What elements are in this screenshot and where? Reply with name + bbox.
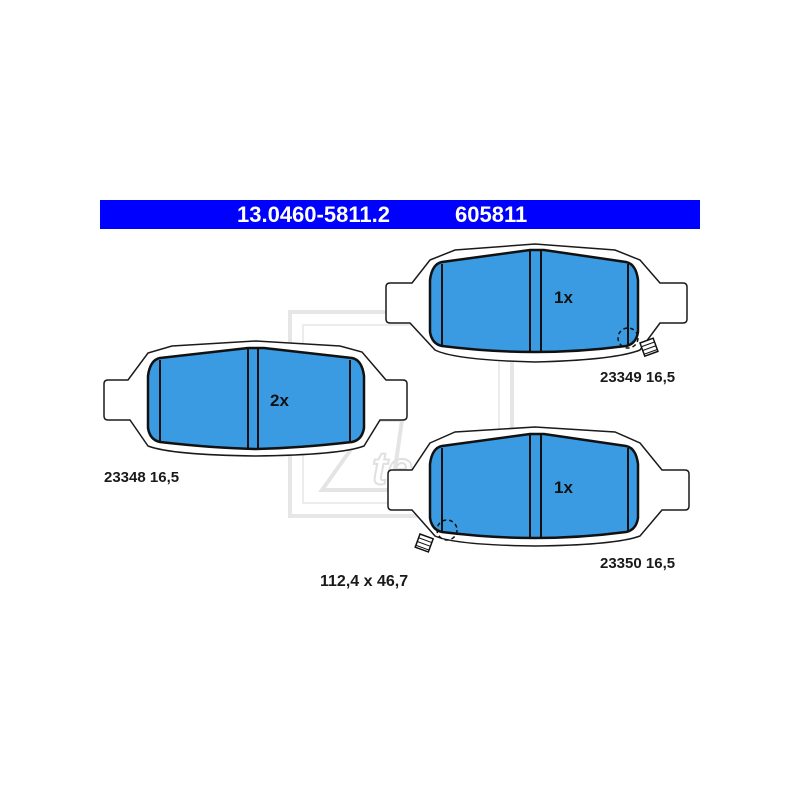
pad-code-left: 23348 16,5 [104,469,180,486]
wear-sensor-clip-icon [639,337,659,358]
wear-sensor-clip-icon [414,533,435,553]
brake-pad-23349 [385,243,688,363]
wear-sensor-icon [617,327,639,349]
wear-sensor-icon [436,519,458,541]
pad-quantity-top-right: 1x [554,288,573,307]
dimensions-label: 112,4 x 46,7 [320,573,409,590]
brake-pad-23348 [103,340,408,457]
pad-quantity-bottom-right: 1x [554,478,573,497]
pad-code-top-right: 23349 16,5 [600,369,676,386]
pad-code-bottom-right: 23350 16,5 [600,555,676,572]
part-number: 13.0460-5811.2 [237,202,390,227]
reference-number: 605811 [455,202,528,227]
pad-quantity-left: 2x [270,391,289,410]
brake-pad-23350 [387,426,690,553]
header-banner: 13.0460-5811.2 605811 [100,200,700,229]
